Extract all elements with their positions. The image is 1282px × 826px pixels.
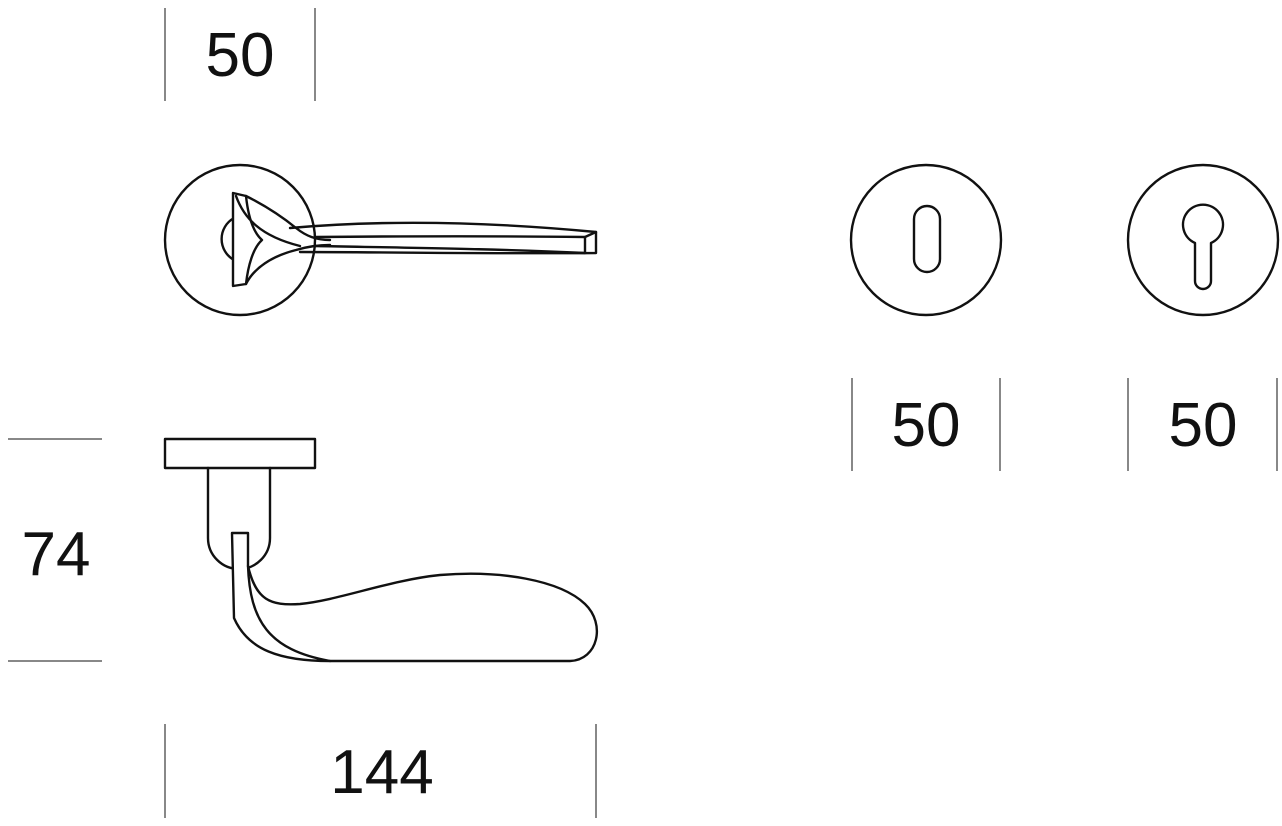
lever-body-outline — [230, 531, 599, 663]
dimension-handle-height: 74 — [8, 438, 102, 662]
keyhole-slot — [912, 204, 942, 274]
dimension-label-escutcheon-cylinder: 50 — [1169, 391, 1238, 460]
dimension-label-length: 144 — [330, 738, 433, 807]
lever-arm-outline — [288, 221, 598, 255]
dimension-rose-top: 50 — [164, 8, 316, 101]
dimension-handle-length: 144 — [164, 724, 597, 818]
lever-arm-edge-top — [314, 230, 598, 239]
rose-plate — [163, 437, 317, 470]
escutcheon-circle — [849, 163, 1003, 317]
escutcheon-keyhole — [849, 163, 1003, 317]
dimension-label-escutcheon-key: 50 — [892, 391, 961, 460]
lever-handle-side-view — [163, 437, 599, 663]
lever-arm-edge-bottom — [314, 244, 587, 255]
lever-neck-inner — [234, 194, 302, 248]
rose-inner-arc — [220, 216, 236, 262]
escutcheon-circle — [1126, 163, 1280, 317]
lever-body-inner-edge — [246, 564, 332, 663]
lever-base — [231, 191, 264, 288]
dimension-label-height: 74 — [22, 520, 91, 589]
rose-circle — [163, 163, 317, 317]
dimension-escutcheon-key: 50 — [851, 378, 1001, 471]
lever-neck-upper — [244, 194, 332, 242]
lever-handle-front-view — [163, 163, 598, 317]
escutcheon-cylinder — [1126, 163, 1280, 317]
cylinder-profile-hole — [1181, 203, 1225, 291]
dimension-escutcheon-cylinder: 50 — [1127, 378, 1278, 471]
dimension-label-rose: 50 — [206, 21, 275, 90]
